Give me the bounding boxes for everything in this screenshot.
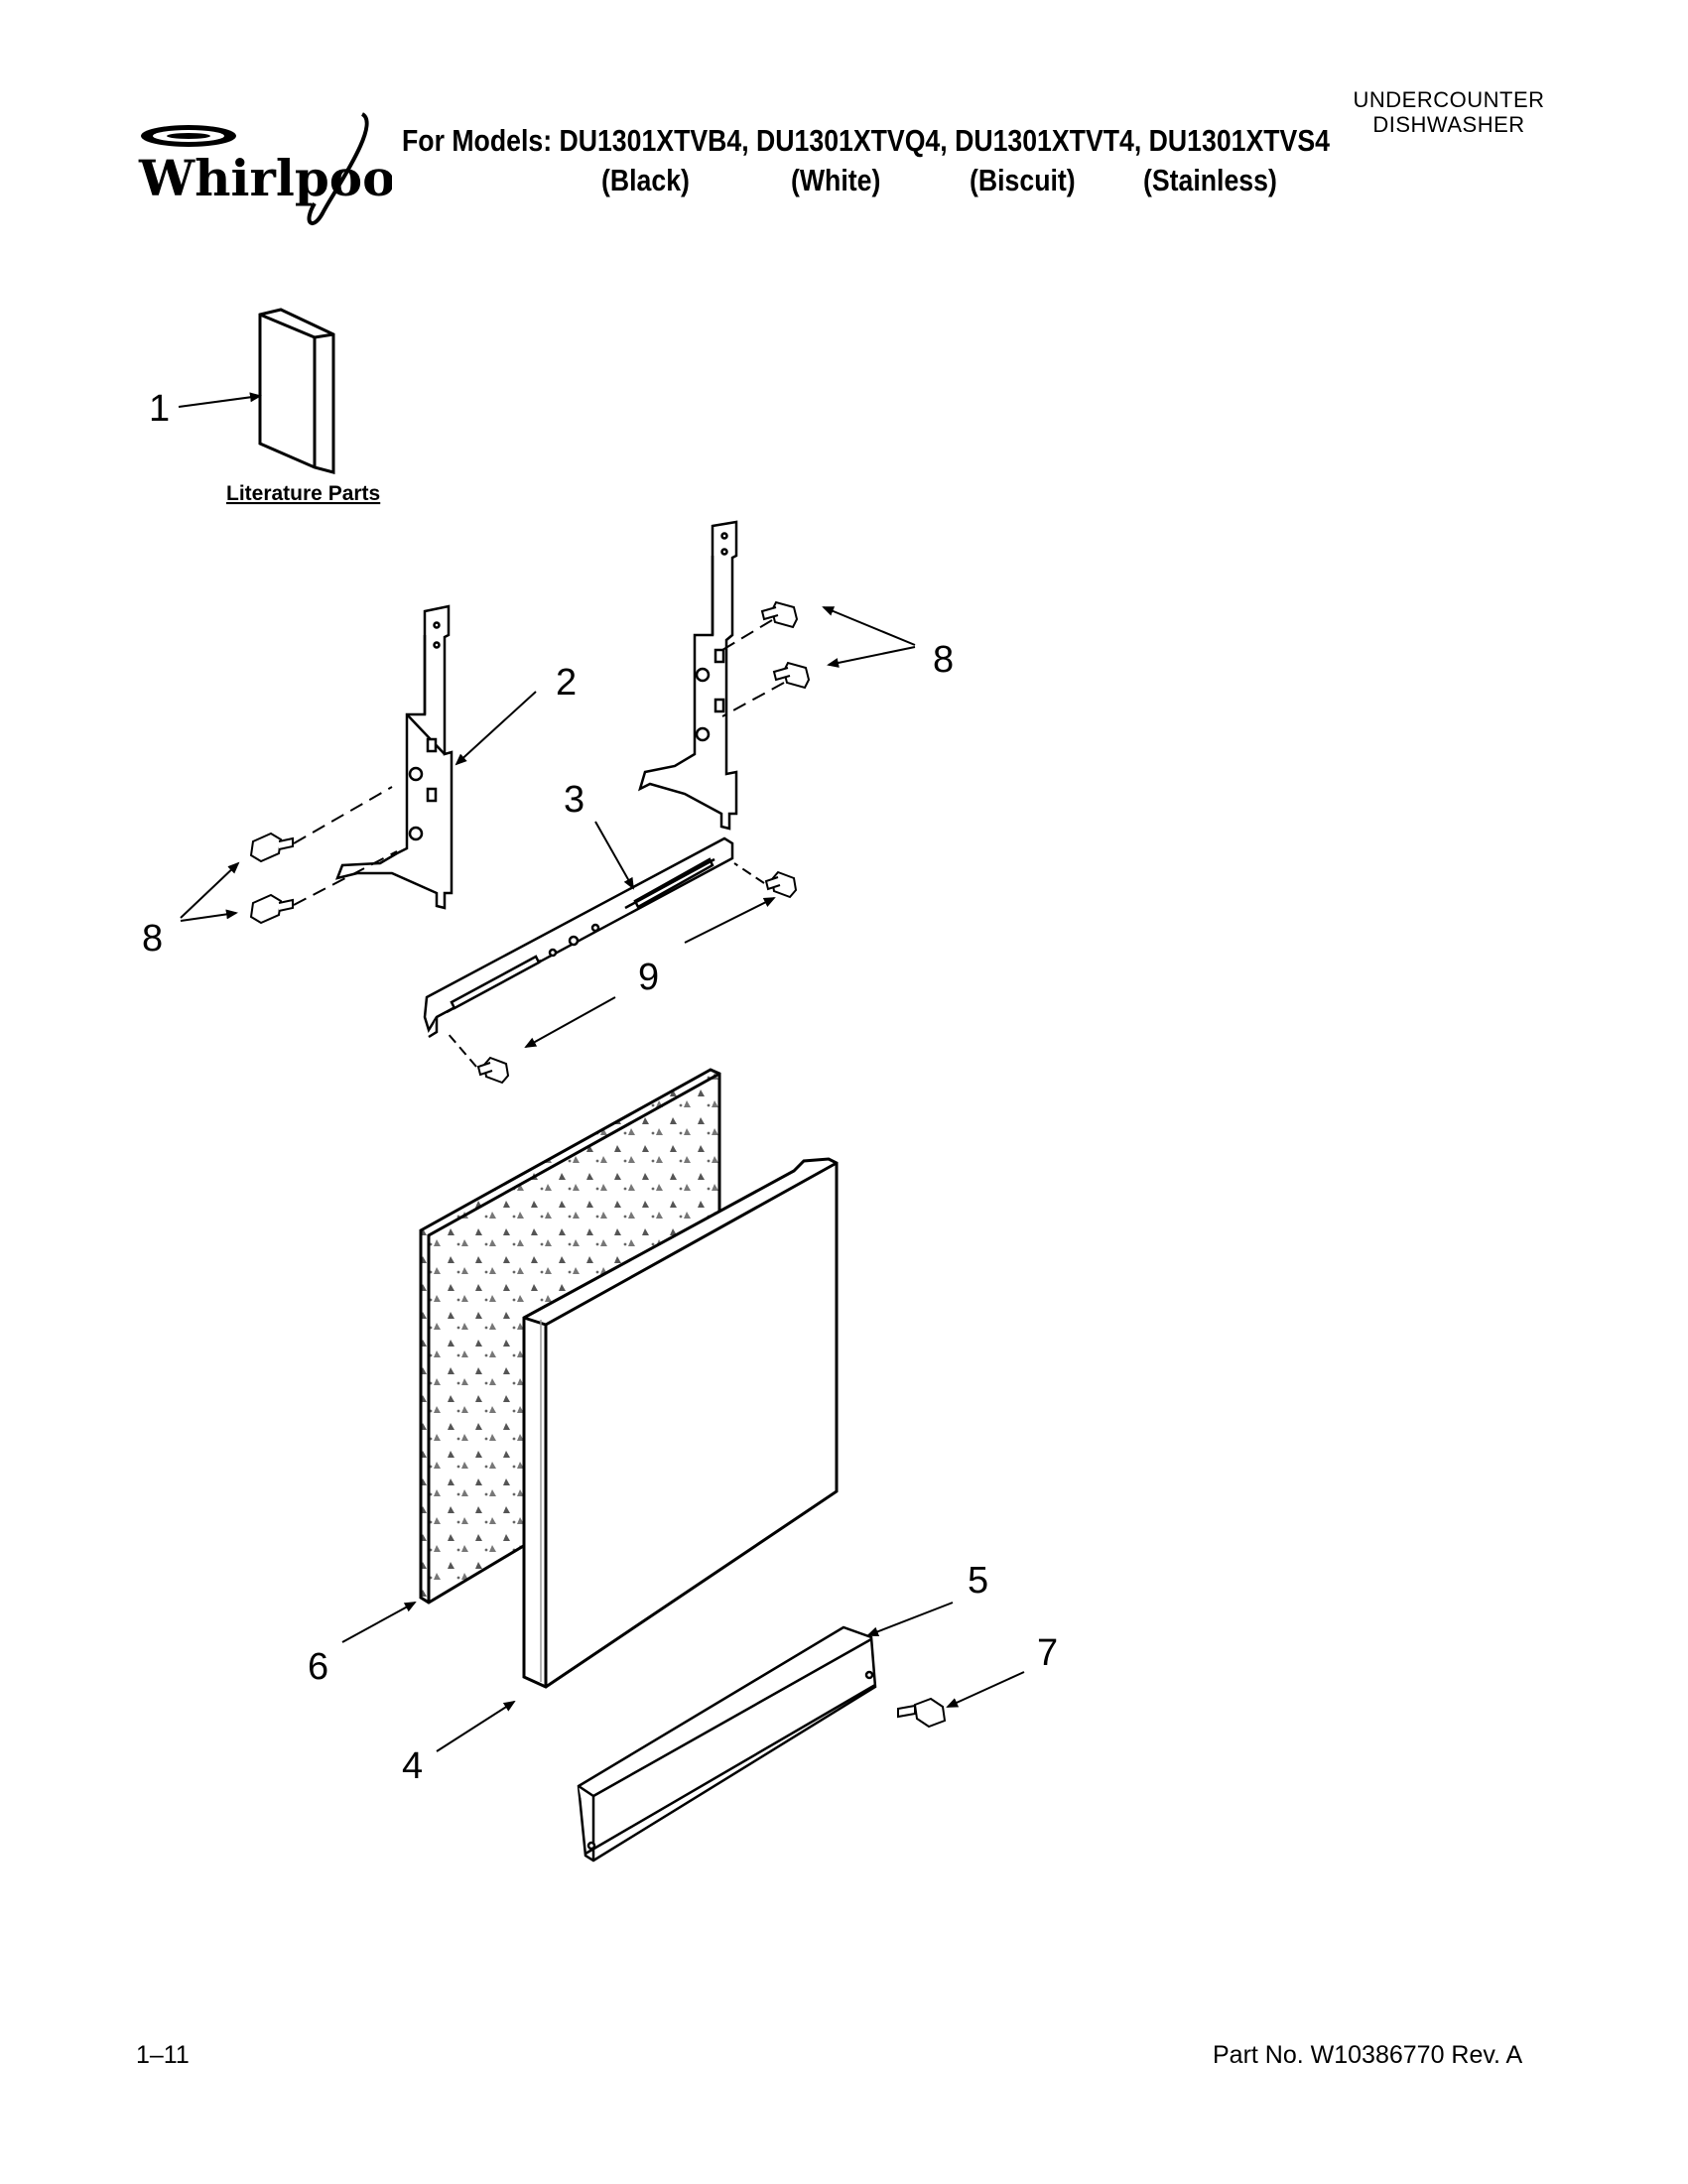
- right-hinge-screws: [760, 600, 811, 690]
- page-number: 1–11: [136, 2041, 190, 2069]
- door-mounting-rail: [423, 836, 734, 1039]
- brand-name: Whirlpool: [138, 149, 392, 207]
- leader-2: [454, 691, 537, 766]
- right-screw-dash-2: [721, 682, 785, 717]
- left-screw-dash-1: [293, 786, 393, 844]
- callout-5: 5: [968, 1560, 988, 1602]
- left-screw-dash-2: [293, 850, 398, 906]
- right-screw-dash-1: [721, 619, 773, 651]
- part-number: Part No. W10386770 Rev. A: [1213, 2041, 1523, 2069]
- brand-logo-mark: Whirlpool: [138, 112, 415, 226]
- leader-1: [178, 392, 262, 408]
- leader-3: [594, 821, 634, 890]
- panel-screw: [897, 1697, 947, 1729]
- leader-9-a: [684, 897, 776, 944]
- models-line: For Models: DU1301XTVB4, DU1301XTVQ4, DU…: [402, 123, 1330, 158]
- leader-8-left-b: [180, 909, 238, 922]
- color-white: (White): [791, 163, 881, 197]
- leader-8-right-b: [827, 646, 916, 668]
- rail-screws: [476, 870, 798, 1085]
- leader-8-left-a: [180, 861, 240, 919]
- leader-6: [341, 1602, 417, 1643]
- rail-screw-dash-2: [446, 1031, 477, 1068]
- color-black: (Black): [601, 163, 690, 197]
- leader-9-b: [524, 996, 616, 1048]
- left-hinge-screws: [249, 832, 294, 925]
- category-line-2: DISHWASHER: [1372, 112, 1525, 137]
- leader-4: [436, 1700, 516, 1752]
- color-stainless: (Stainless): [1143, 163, 1277, 197]
- callout-6: 6: [308, 1646, 328, 1688]
- category-line-1: UNDERCOUNTER: [1353, 87, 1545, 112]
- callout-3: 3: [564, 779, 584, 821]
- color-biscuit: (Biscuit): [970, 163, 1076, 197]
- literature-parts-label: Literature Parts: [226, 482, 380, 505]
- leader-7: [946, 1671, 1025, 1708]
- callout-4: 4: [402, 1745, 423, 1787]
- callout-2: 2: [556, 662, 577, 704]
- callout-8-right: 8: [933, 639, 954, 681]
- rail-screw-dash-1: [733, 862, 765, 884]
- callout-1: 1: [149, 388, 170, 430]
- access-panel: [577, 1625, 877, 1863]
- left-hinge-bracket: [334, 604, 454, 910]
- brand-logo: Whirlpool: [134, 104, 415, 233]
- product-category: UNDERCOUNTER DISHWASHER: [1330, 87, 1568, 137]
- right-hinge-bracket: [637, 520, 738, 831]
- callout-8-left: 8: [142, 918, 163, 960]
- door-outer-panel: [522, 1157, 839, 1689]
- leader-5: [866, 1602, 954, 1637]
- callout-7: 7: [1037, 1632, 1058, 1674]
- callout-9: 9: [638, 957, 659, 998]
- literature-booklet: [258, 308, 335, 474]
- leader-8-right-a: [822, 606, 916, 646]
